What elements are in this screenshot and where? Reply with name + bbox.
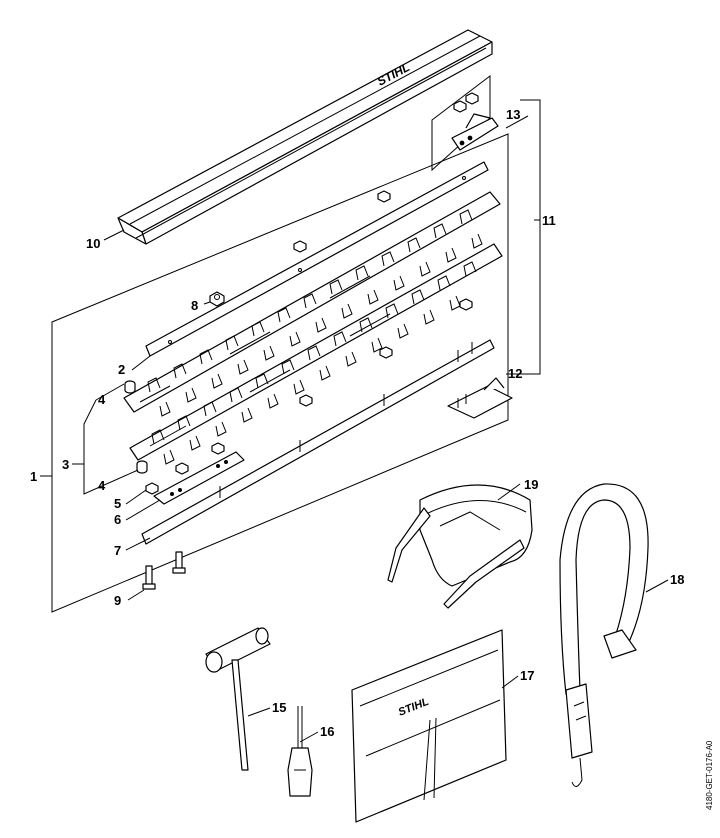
callout-12: 12 <box>508 366 522 381</box>
callout-4-lower: 4 <box>98 478 106 493</box>
callout-18: 18 <box>670 572 684 587</box>
callout-16: 16 <box>320 724 334 739</box>
callout-1: 1 <box>30 469 37 484</box>
callout-15: 15 <box>272 700 286 715</box>
cutting-blade-lower <box>129 243 503 465</box>
tool-bag: STIHL <box>351 629 507 823</box>
callout-5: 5 <box>114 496 121 511</box>
leader-lines <box>40 115 669 743</box>
cutting-blade-upper <box>123 191 501 417</box>
cutting-guard-12 <box>447 377 513 419</box>
cutting-guard-13 <box>451 113 499 151</box>
slide-blocks <box>175 298 473 475</box>
drawing-reference-code: 4180-GET-0176-A0 <box>705 740 714 810</box>
assembly-1-bracket <box>51 133 509 613</box>
callout-11: 11 <box>542 213 556 228</box>
nut-pair-top <box>453 92 479 113</box>
callout-4-upper: 4 <box>98 392 106 407</box>
screwdriver <box>287 706 313 797</box>
blade-guard-rail: STIHL <box>117 29 493 245</box>
callout-2: 2 <box>118 362 125 377</box>
harness-strap <box>559 483 649 787</box>
nut-8 <box>209 190 391 307</box>
callout-13: 13 <box>506 107 520 122</box>
callout-9: 9 <box>114 593 121 608</box>
safety-glasses <box>387 484 533 609</box>
callout-6: 6 <box>114 512 121 527</box>
callout-17: 17 <box>520 668 534 683</box>
support-strip-2 <box>145 161 489 357</box>
washer-5 <box>145 482 159 495</box>
spacer-4-lower <box>136 460 148 474</box>
callout-10: 10 <box>86 236 100 251</box>
callout-19: 19 <box>524 477 538 492</box>
clip-plate-6 <box>153 451 245 505</box>
callout-8: 8 <box>191 298 198 313</box>
callout-7: 7 <box>114 543 121 558</box>
spacer-4-upper <box>124 380 136 394</box>
callout-3: 3 <box>62 457 69 472</box>
screw-9 <box>142 551 186 590</box>
assembly-11-bracket <box>520 99 541 375</box>
combination-wrench <box>205 627 271 771</box>
